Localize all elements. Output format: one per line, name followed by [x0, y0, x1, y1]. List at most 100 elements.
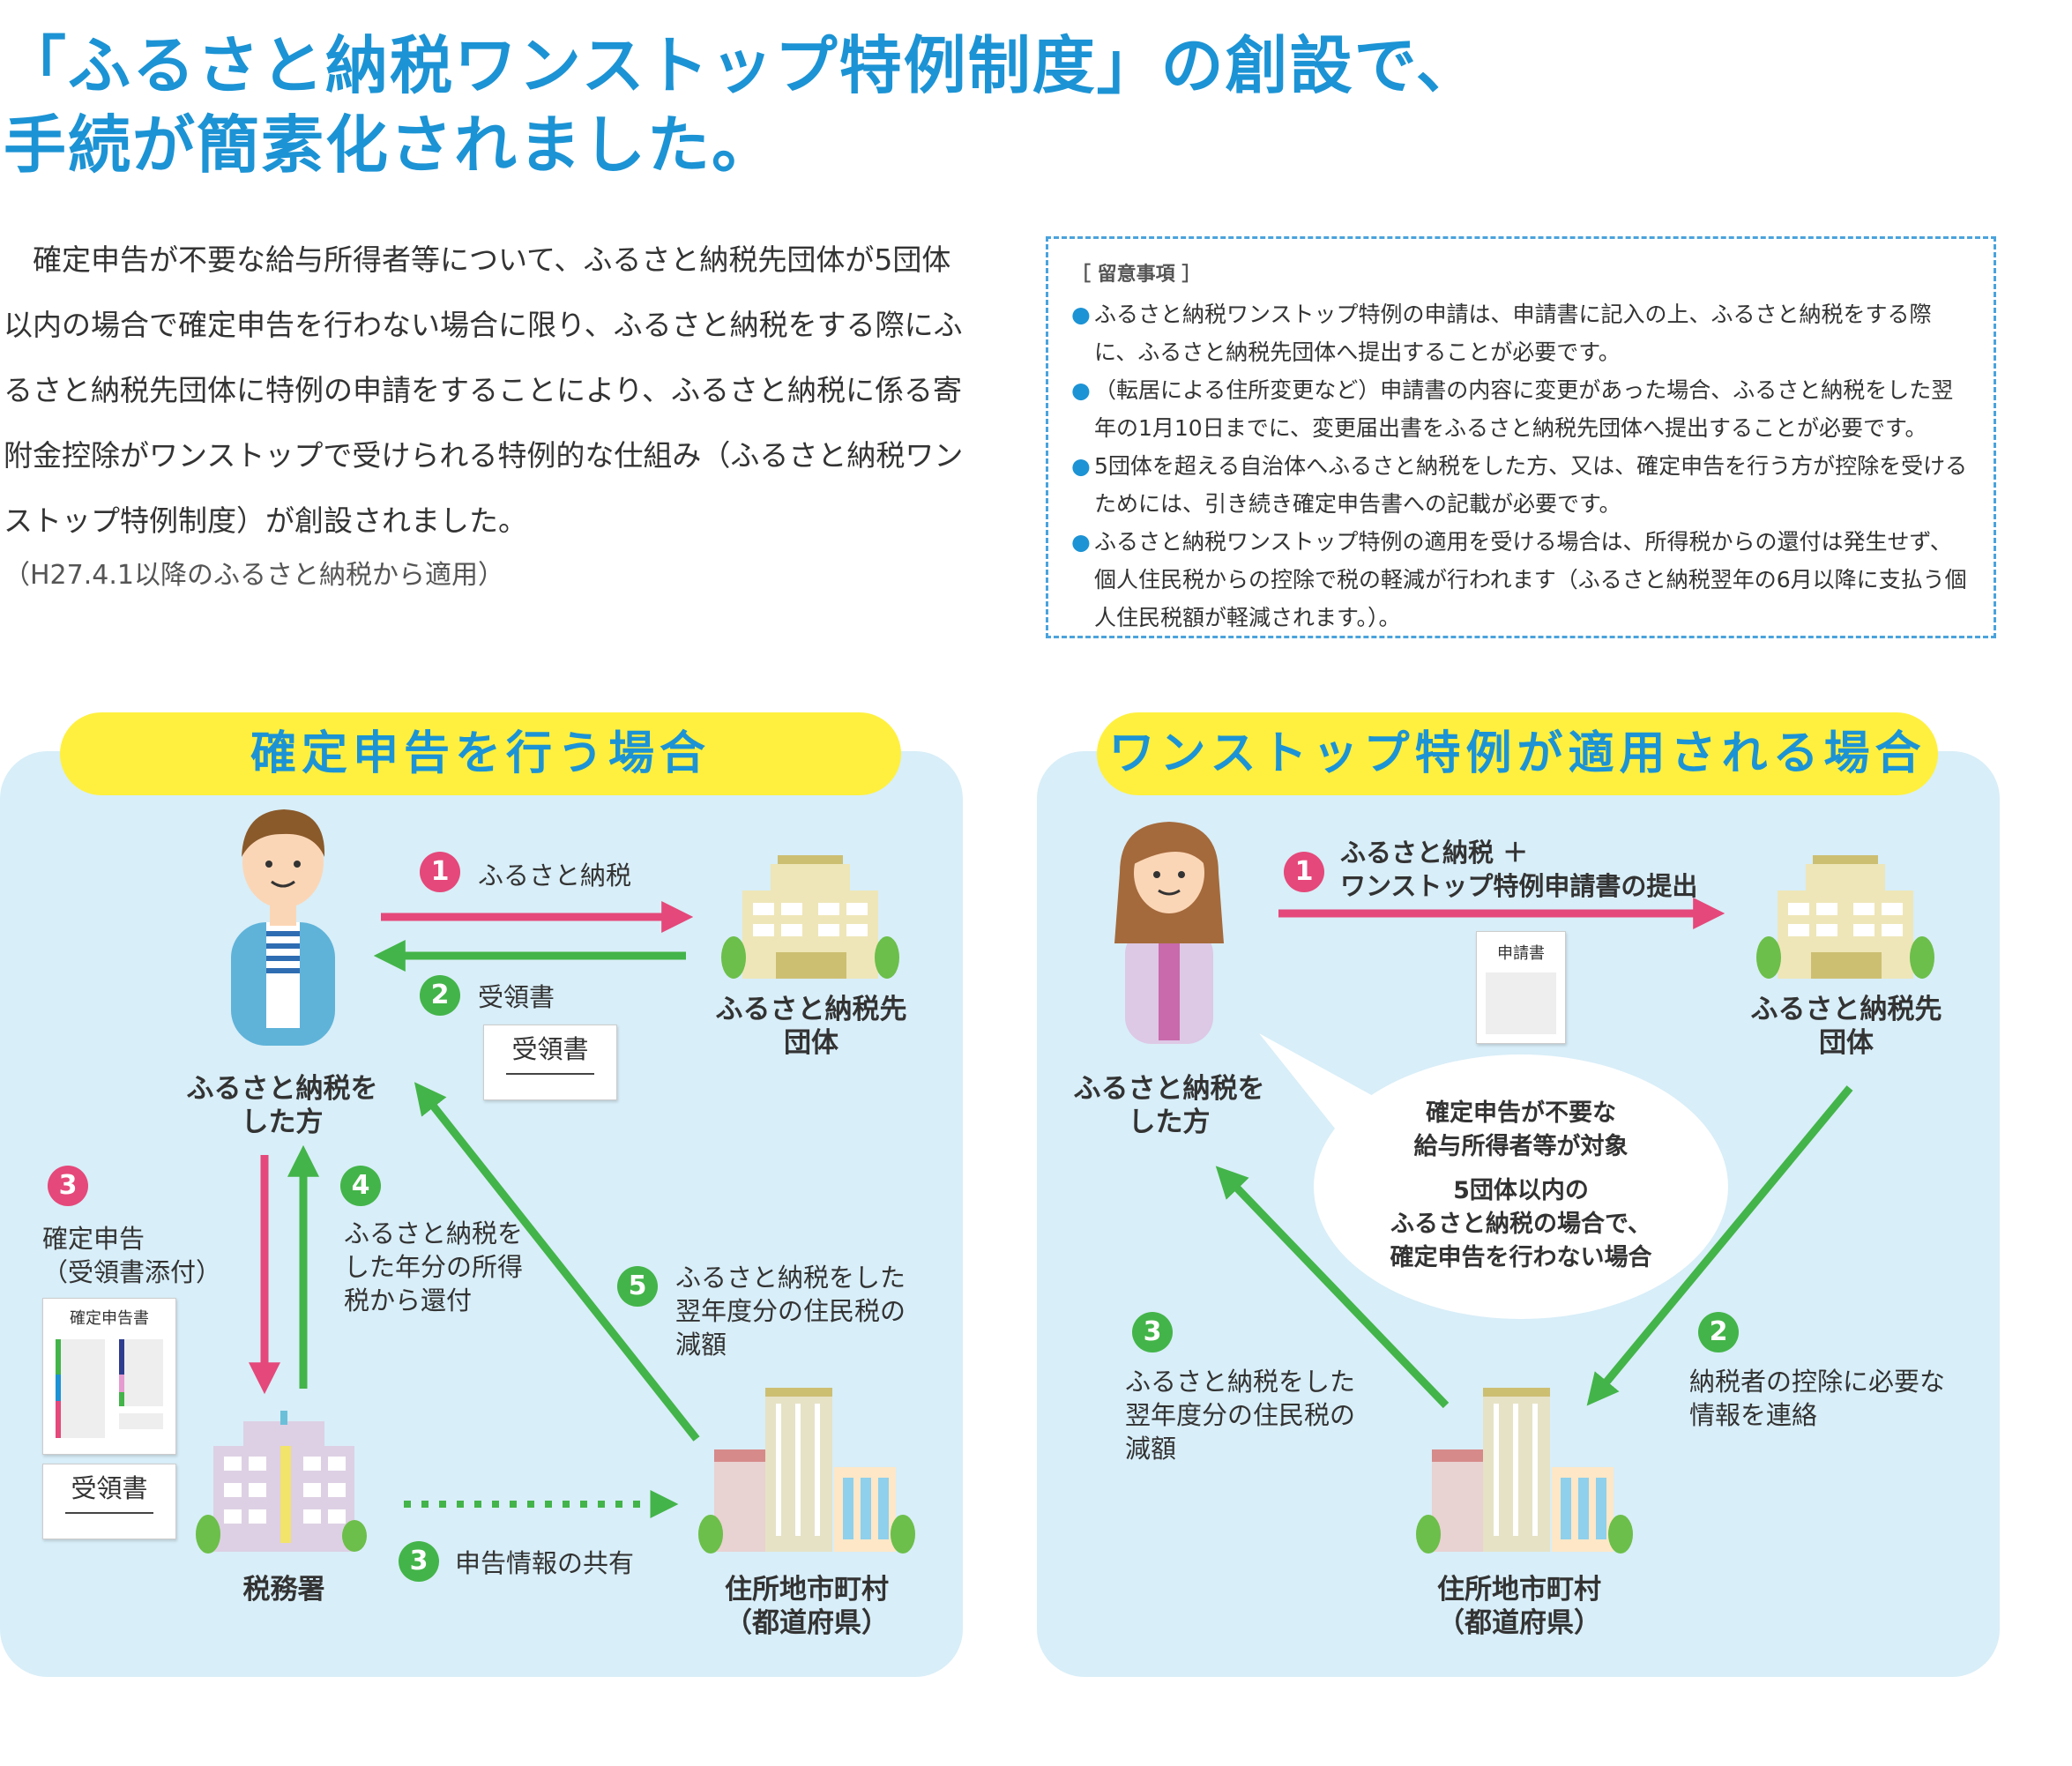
left-person-label-line: ふるさと納税を — [186, 1073, 378, 1105]
step-4-label-line: ふるさと納税を — [344, 1218, 524, 1248]
receipt-document-attached: 受領書 — [42, 1464, 176, 1539]
bubble-line: 給与所得者等が対象 — [1413, 1133, 1629, 1160]
left-org-label: ふるさと納税先 団体 — [697, 993, 926, 1060]
tax-return-label: 確定申告書 — [70, 1309, 149, 1328]
bubble-line: 確定申告が不要な — [1426, 1099, 1616, 1127]
share-step-label: 申告情報の共有 — [455, 1548, 635, 1578]
application-form-block — [1486, 972, 1556, 1034]
step-4-badge: 4 — [340, 1166, 381, 1206]
left-person-label-line: した方 — [241, 1107, 324, 1138]
org-building-icon — [721, 855, 899, 979]
step-5-label-line: 減額 — [675, 1330, 727, 1360]
form-bar-pink-light — [119, 1375, 124, 1392]
title-line-1: 「ふるさと納税ワンストップ特例制度」の創設で、 — [4, 29, 1480, 102]
left-panel-heading: 確定申告を行う場合 — [60, 712, 901, 795]
step-3-label-line: 確定申告 — [42, 1224, 145, 1254]
share-step-badge: 3 — [399, 1541, 439, 1582]
right-step-2-badge: 2 — [1698, 1312, 1739, 1352]
form-block — [119, 1339, 163, 1406]
step-4-label-line: した年分の所得 — [344, 1252, 524, 1282]
notice-item: ふるさと納税ワンストップ特例の適用を受ける場合は、所得税からの還付は発生せず、個… — [1071, 523, 1972, 637]
application-document: 申請書 — [1476, 931, 1566, 1044]
right-step-2-label-line: 納税者の控除に必要な — [1689, 1367, 1946, 1397]
step-3-badge: 3 — [48, 1166, 88, 1206]
step-3-label-line: （受領書添付） — [42, 1257, 222, 1287]
step-5-label-line: 翌年度分の住民税の — [675, 1296, 906, 1326]
form-block — [119, 1413, 163, 1429]
left-city-label-line: 住所地市町村 — [725, 1574, 889, 1606]
right-step-3-label: ふるさと納税をした 翌年度分の住民税の 減額 — [1125, 1365, 1355, 1465]
right-step-1-label: ふるさと納税 ＋ ワンストップ特例申請書の提出 — [1340, 836, 1697, 903]
bubble-line: 5団体以内の — [1453, 1177, 1589, 1204]
right-step-1-label-line: ワンストップ特例申請書の提出 — [1340, 871, 1698, 901]
left-person-label: ふるさと納税を した方 — [168, 1072, 397, 1139]
intro-note: （H27.4.1以降のふるさと納税から適用） — [4, 560, 504, 591]
page-title: 「ふるさと納税ワンストップ特例制度」の創設で、 手続が簡素化されました。 — [4, 26, 1480, 185]
tax-office-label: 税務署 — [242, 1574, 325, 1606]
left-org-label-line: ふるさと納税先 — [715, 994, 907, 1025]
step-3-label: 確定申告 （受領書添付） — [42, 1222, 221, 1289]
intro-text: 確定申告が不要な給与所得者等について、ふるさと納税先団体が5団体以内の場合で確定… — [4, 227, 965, 598]
receipt-underline — [506, 1073, 594, 1075]
right-city-label-line: 住所地市町村 — [1437, 1574, 1601, 1606]
right-person-label-line: ふるさと納税を — [1073, 1073, 1265, 1105]
city-hall-icon — [1416, 1388, 1633, 1554]
right-step-1-badge: 1 — [1284, 852, 1324, 892]
right-city-label-line: （都道府県） — [1437, 1607, 1601, 1639]
receipt-document-label: 受領書 — [511, 1034, 589, 1064]
step-2-label: 受領書 — [478, 982, 555, 1012]
bubble-line: 確定申告を行わない場合 — [1390, 1244, 1652, 1271]
notice-item: 5団体を超える自治体へふるさと納税をした方、又は、確定申告を行う方が控除を受ける… — [1071, 447, 1972, 523]
condition-bubble: 確定申告が不要な 給与所得者等が対象 5団体以内の ふるさと納税の場合で、 確定… — [1314, 1054, 1728, 1319]
notice-box: ［ 留意事項 ］ ふるさと納税ワンストップ特例の申請は、申請書に記入の上、ふるさ… — [1046, 236, 1996, 638]
step-2-badge: 2 — [420, 975, 460, 1016]
right-org-label-line: ふるさと納税先 — [1750, 994, 1942, 1025]
right-person-label: ふるさと納税を した方 — [1055, 1072, 1284, 1139]
right-step-3-badge: 3 — [1132, 1312, 1173, 1352]
receipt-underline — [65, 1512, 153, 1514]
step-1-badge: 1 — [420, 852, 460, 892]
notice-item: （転居による住所変更など）申請書の内容に変更があった場合、ふるさと納税をした翌年… — [1071, 371, 1972, 447]
right-step-2-label: 納税者の控除に必要な 情報を連絡 — [1689, 1365, 1945, 1432]
org-building-icon — [1756, 855, 1934, 979]
step-4-label: ふるさと納税を した年分の所得 税から還付 — [344, 1217, 523, 1317]
city-hall-icon — [698, 1388, 915, 1554]
form-bar-pink — [56, 1401, 61, 1438]
left-city-label-line: （都道府県） — [725, 1607, 889, 1639]
right-step-3-label-line: 翌年度分の住民税の — [1125, 1400, 1356, 1430]
form-bar-green — [119, 1392, 124, 1406]
receipt-document-label: 受領書 — [71, 1473, 148, 1503]
woman-icon — [1114, 822, 1224, 1044]
form-bar-blue — [56, 1375, 61, 1401]
receipt-document: 受領書 — [483, 1025, 617, 1100]
right-panel-heading: ワンストップ特例が適用される場合 — [1097, 712, 1938, 795]
left-org-label-line: 団体 — [784, 1027, 838, 1059]
right-person-label-line: した方 — [1128, 1107, 1211, 1138]
man-icon — [231, 809, 335, 1046]
right-step-3-label-line: 減額 — [1125, 1434, 1177, 1464]
right-step-2-label-line: 情報を連絡 — [1689, 1400, 1818, 1430]
left-city-label: 住所地市町村 （都道府県） — [697, 1573, 917, 1640]
right-arrows — [1215, 898, 1853, 1409]
tax-office-icon — [196, 1411, 367, 1554]
right-step-1-label-line: ふるさと納税 ＋ — [1340, 838, 1529, 868]
intro-paragraph: 確定申告が不要な給与所得者等について、ふるさと納税先団体が5団体以内の場合で確定… — [4, 242, 964, 538]
form-bar-green — [56, 1339, 61, 1375]
form-bar-navy — [119, 1339, 124, 1375]
step-5-label-line: ふるさと納税をした — [675, 1263, 906, 1293]
form-block — [56, 1339, 105, 1438]
step-4-label-line: 税から還付 — [344, 1285, 473, 1315]
right-city-label: 住所地市町村 （都道府県） — [1409, 1573, 1629, 1640]
right-org-label: ふるさと納税先 団体 — [1732, 993, 1961, 1060]
notice-heading: ［ 留意事項 ］ — [1071, 264, 1202, 286]
application-document-label: 申請書 — [1497, 944, 1545, 963]
title-line-2: 手続が簡素化されました。 — [4, 108, 777, 182]
step-5-badge: 5 — [617, 1266, 658, 1307]
notice-item: ふるさと納税ワンストップ特例の申請は、申請書に記入の上、ふるさと納税をする際に、… — [1071, 295, 1972, 371]
tax-return-document: 確定申告書 — [42, 1298, 176, 1455]
step-5-label: ふるさと納税をした 翌年度分の住民税の 減額 — [675, 1261, 906, 1361]
step-1-label: ふるさと納税 — [478, 861, 632, 890]
right-step-3-label-line: ふるさと納税をした — [1125, 1367, 1356, 1397]
bubble-line: ふるさと納税の場合で、 — [1390, 1211, 1651, 1238]
